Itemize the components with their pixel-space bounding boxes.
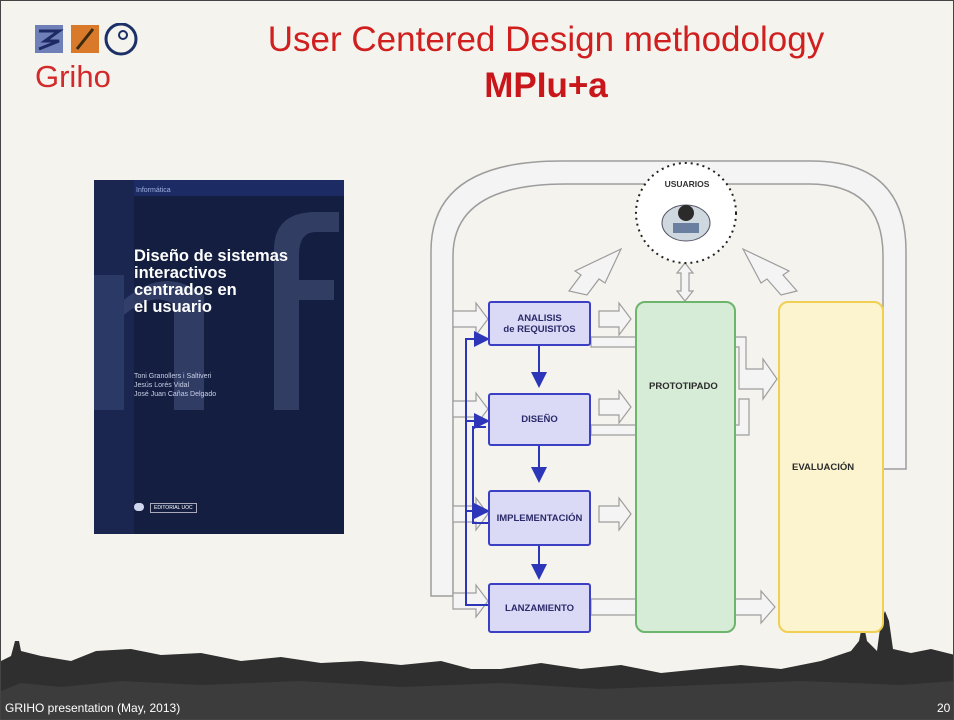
evaluation-block: [778, 301, 884, 633]
publisher-logo-icon: [134, 503, 144, 511]
arrow-users-proto: [675, 262, 695, 302]
book-cover-image: Informática Diseño de sistemas interacti…: [94, 180, 344, 534]
phase-analisis-requisitos: ANALISIS de REQUISITOS: [488, 301, 591, 346]
book-title: Diseño de sistemas interactivos centrado…: [134, 247, 289, 316]
phase-diseno: DISEÑO: [488, 393, 591, 446]
footer-text: GRIHO presentation (May, 2013): [5, 701, 181, 715]
phase-implementacion: IMPLEMENTACIÓN: [488, 490, 591, 546]
arrow-impl-proto: [598, 496, 632, 532]
evaluation-label: EVALUACIÓN: [792, 462, 855, 473]
users-label: USUARIOS: [664, 179, 710, 189]
griho-logo-icon: [35, 23, 138, 56]
arrow-analisis-proto: [598, 301, 632, 337]
logo-wordmark: Griho: [35, 59, 111, 94]
arrow-users-eval: [741, 247, 799, 296]
arrow-users-analisis: [567, 247, 623, 296]
book-authors: Toni Granollers i Saltiveri Jesús Lorés …: [134, 373, 217, 398]
phase-lanzamiento: LANZAMIENTO: [488, 583, 591, 633]
book-category-label: Informática: [136, 187, 171, 194]
feedback-arch-arrow: [430, 160, 907, 597]
slide-subtitle: MPIu+a: [484, 66, 608, 105]
arrow-to-analisis: [452, 301, 489, 337]
arrow-to-implementacion: [452, 496, 489, 532]
arrow-to-lanzamiento: [452, 583, 489, 619]
prototyping-block: [635, 301, 736, 633]
prototyping-label: PROTOTIPADO: [649, 381, 718, 392]
arrow-diseno-proto: [598, 389, 632, 425]
slide-title: User Centered Design methodology: [267, 20, 825, 59]
book-publisher: EDITORIAL UOC: [150, 503, 197, 513]
page-number: 20: [937, 701, 951, 715]
